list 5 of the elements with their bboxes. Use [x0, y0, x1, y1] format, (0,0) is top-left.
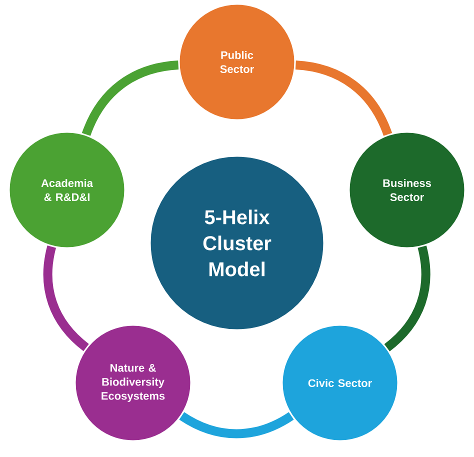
ring-segment	[82, 60, 179, 136]
ring-segment	[43, 246, 90, 351]
ring-segment	[179, 412, 294, 438]
ring-segment	[295, 60, 392, 136]
ring-segment	[384, 246, 430, 352]
